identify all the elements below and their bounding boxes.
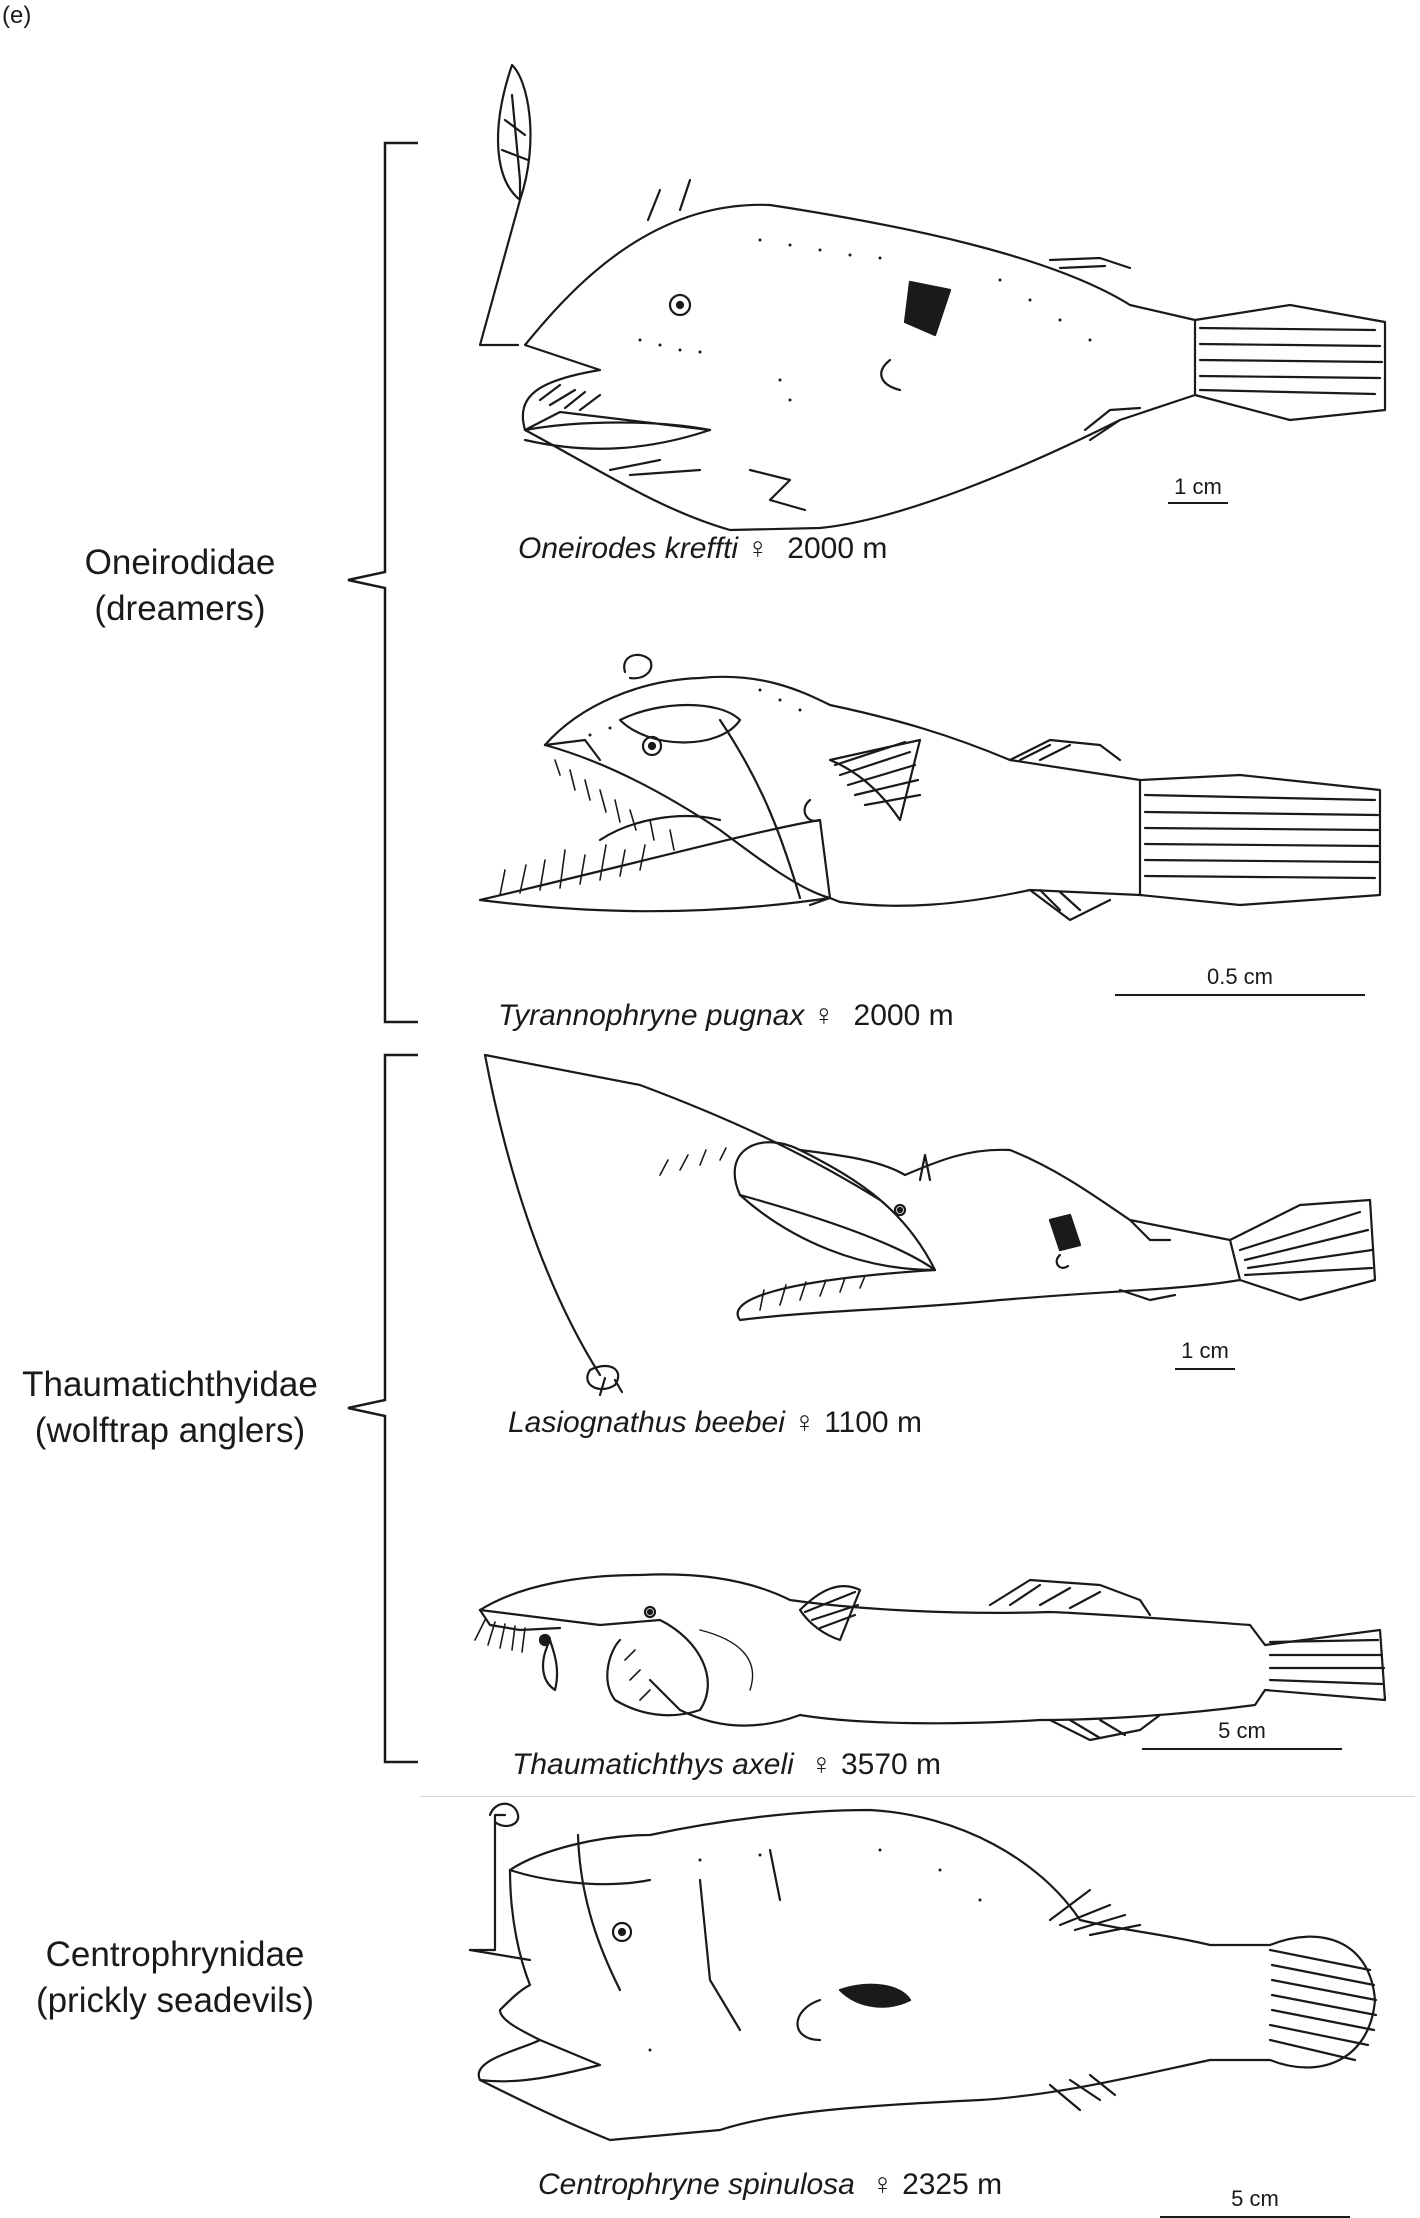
fish-centrophryne-spinulosa [470,1804,1376,2140]
scale-label: 5 cm [1218,1718,1266,1743]
sex-symbol: ♀ [871,2168,894,2201]
specimen-caption: Tyrannophryne pugnax ♀ 2000 m [498,999,954,1033]
species-name: Tyrannophryne pugnax [498,999,805,1032]
depth-value: 2000 m [787,532,888,565]
depth-value: 3570 m [840,1748,942,1781]
bracket-thaumatichthyidae [348,1055,418,1762]
specimen-caption: Lasiognathus beebei ♀ 1100 m [508,1406,922,1440]
family-label-centrophrynidae: Centrophrynidae (prickly seadevils) [10,1932,340,2024]
scale-bar [1160,2216,1350,2218]
scale-bar-group: 1 cm [1175,1338,1235,1370]
sex-symbol: ♀ [812,999,836,1032]
scale-bar [1115,994,1365,996]
depth-value: 2000 m [853,999,954,1032]
sex-symbol: ♀ [793,1406,816,1439]
fish-thaumatichthys-axeli [475,1574,1385,1740]
scale-bar-group: 5 cm [1160,2186,1350,2218]
sex-symbol: ♀ [746,532,769,565]
depth-value: 2325 m [902,2168,1003,2201]
depth-value: 1100 m [824,1406,922,1439]
scale-label: 1 cm [1174,474,1222,499]
species-name: Thaumatichthys axeli [512,1748,794,1781]
sex-symbol: ♀ [810,1748,833,1781]
species-name: Oneirodes kreffti [518,532,739,565]
family-common-name: (prickly seadevils) [35,1981,315,2020]
fish-lasiognathus-beebei [485,1055,1375,1395]
species-name: Lasiognathus beebei [508,1406,785,1439]
panel-label: (e) [2,2,32,29]
scale-bar-group: 0.5 cm [1115,964,1365,996]
scale-bar [1142,1748,1342,1750]
species-name: Centrophryne spinulosa [538,2168,855,2201]
scale-label: 5 cm [1231,2186,1279,2211]
specimen-caption: Centrophryne spinulosa ♀ 2325 m [538,2168,1002,2202]
family-common-name: (dreamers) [94,589,266,628]
family-name: Thaumatichthyidae [22,1365,318,1404]
scale-bar [1168,502,1228,504]
family-name: Centrophrynidae [45,1935,305,1974]
fish-oneirodes-kreffti [480,65,1385,530]
fish-tyrannophryne-pugnax [480,655,1380,920]
scale-label: 0.5 cm [1206,964,1274,989]
scale-label: 1 cm [1181,1338,1229,1363]
specimen-caption: Thaumatichthys axeli ♀ 3570 m [512,1748,941,1782]
scale-bar-group: 5 cm [1142,1718,1342,1750]
family-separator [420,1796,1415,1797]
scale-bar-group: 1 cm [1168,474,1228,504]
family-common-name: (wolftrap anglers) [34,1411,306,1450]
family-label-thaumatichthyidae: Thaumatichthyidae (wolftrap anglers) [0,1362,340,1454]
family-label-oneirodidae: Oneirodidae (dreamers) [20,540,340,632]
scale-bar [1175,1368,1235,1370]
bracket-oneirodidae [348,143,418,1022]
specimen-caption: Oneirodes kreffti ♀ 2000 m [518,532,887,566]
family-name: Oneirodidae [84,543,276,582]
